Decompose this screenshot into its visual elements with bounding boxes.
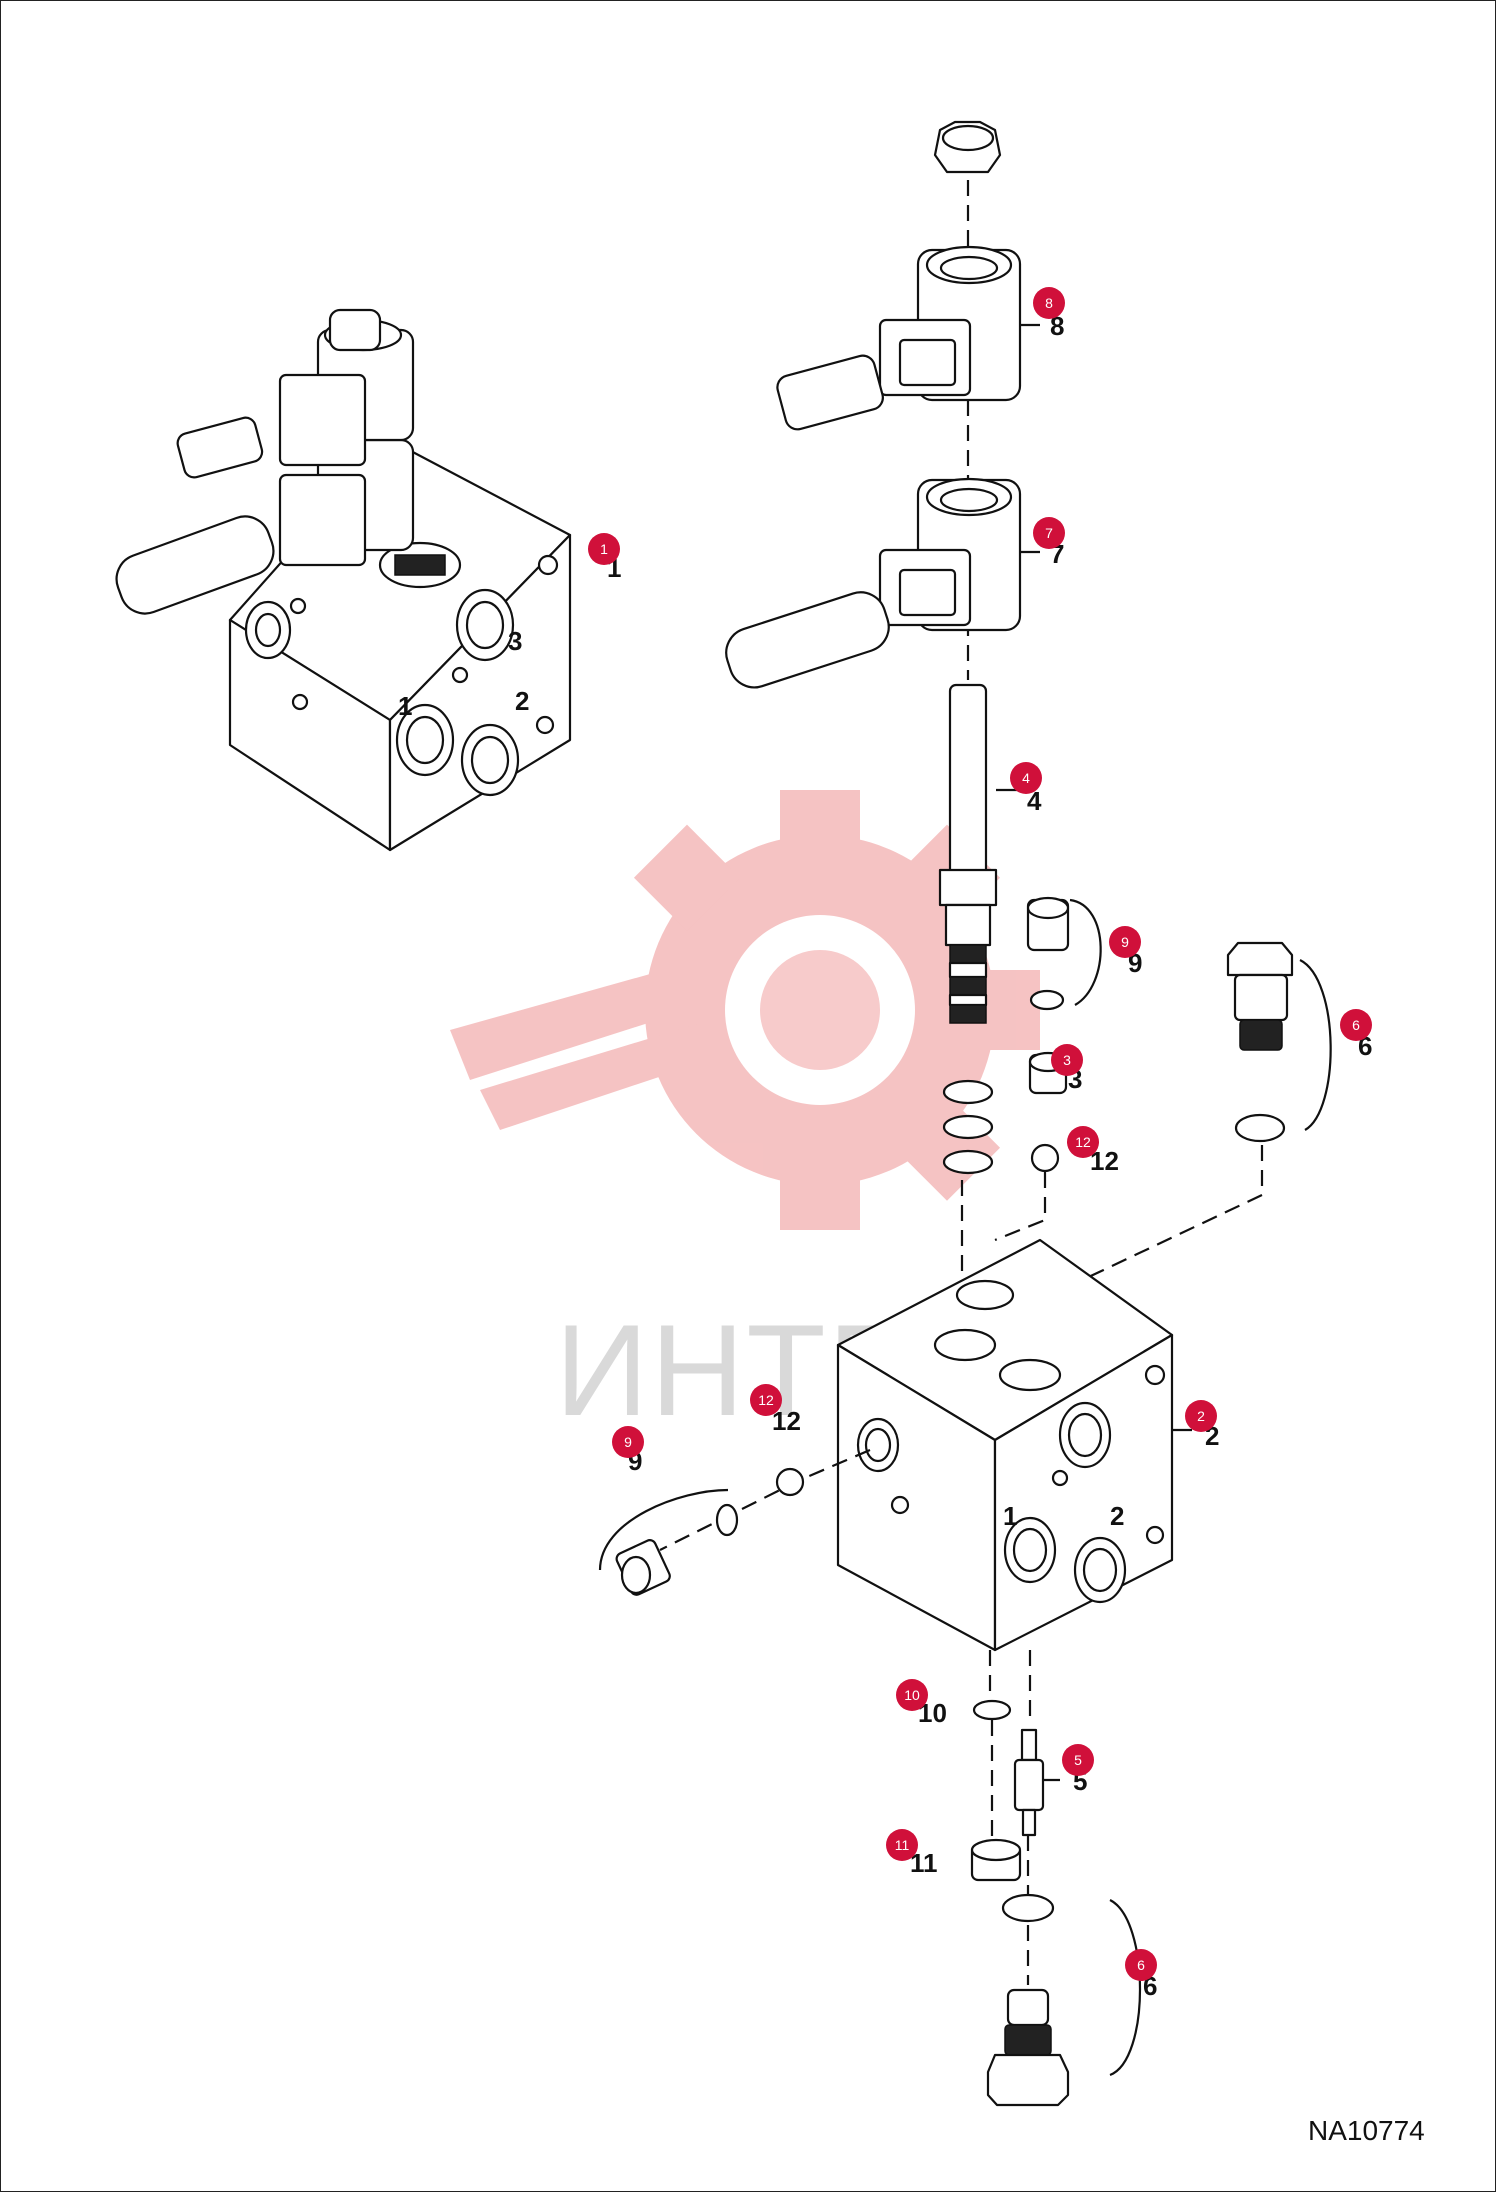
part-number: 4 bbox=[1027, 786, 1042, 816]
callout-marker[interactable]: 12 bbox=[750, 1384, 782, 1416]
port-marks: 3 1 2 1 2 bbox=[398, 626, 1124, 1531]
o-ring bbox=[942, 1114, 994, 1140]
callout-label: 1 bbox=[600, 541, 608, 557]
callout-label: 12 bbox=[1075, 1134, 1091, 1150]
bracket bbox=[598, 1488, 729, 1571]
bracket bbox=[1069, 898, 1102, 1006]
axis-line bbox=[1039, 1145, 1264, 1301]
valve-block bbox=[836, 1238, 1174, 1652]
callout-marker[interactable]: 3 bbox=[1051, 1044, 1083, 1076]
coil-upper bbox=[776, 245, 1040, 431]
ball bbox=[1030, 1143, 1060, 1173]
solenoid-cartridge bbox=[938, 683, 1020, 1024]
callout-circle bbox=[886, 1829, 918, 1861]
callout-label: 4 bbox=[1022, 770, 1030, 786]
callout-markers: 1 8 7 4 9 3 12 6 2 12 9 10 5 11 6 bbox=[588, 287, 1372, 1981]
callout-label: 9 bbox=[624, 1434, 632, 1450]
callout-circle bbox=[588, 533, 620, 565]
seal-ring bbox=[972, 1699, 1012, 1721]
callout-circle bbox=[1062, 1744, 1094, 1776]
callout-circle bbox=[1010, 762, 1042, 794]
callout-marker[interactable]: 5 bbox=[1062, 1744, 1094, 1776]
port-mark: 1 bbox=[1003, 1501, 1017, 1531]
bracket bbox=[1109, 1899, 1142, 2077]
plug-upper bbox=[1026, 896, 1070, 1011]
callout-marker[interactable]: 7 bbox=[1033, 517, 1065, 549]
callout-marker[interactable]: 11 bbox=[886, 1829, 918, 1861]
o-ring bbox=[1001, 1893, 1055, 1923]
callout-circle bbox=[1125, 1949, 1157, 1981]
callout-marker[interactable]: 4 bbox=[1010, 762, 1042, 794]
callout-marker[interactable]: 6 bbox=[1125, 1949, 1157, 1981]
callout-label: 6 bbox=[1352, 1017, 1360, 1033]
port-mark: 3 bbox=[508, 626, 522, 656]
drawing-code: NA10774 bbox=[1308, 2115, 1425, 2146]
o-ring bbox=[715, 1503, 739, 1537]
callout-label: 11 bbox=[895, 1837, 910, 1853]
plug-side bbox=[615, 1539, 671, 1596]
callout-circle bbox=[1067, 1126, 1099, 1158]
callout-circle bbox=[1185, 1400, 1217, 1432]
callout-marker[interactable]: 9 bbox=[612, 1426, 644, 1458]
seat-insert bbox=[970, 1838, 1022, 1882]
callout-marker[interactable]: 2 bbox=[1185, 1400, 1217, 1432]
callout-marker[interactable]: 12 bbox=[1067, 1126, 1099, 1158]
callout-marker[interactable]: 10 bbox=[896, 1679, 928, 1711]
callout-label: 2 bbox=[1197, 1408, 1205, 1424]
callout-circle bbox=[1109, 926, 1141, 958]
port-mark: 1 bbox=[398, 691, 412, 721]
callout-circle bbox=[1340, 1009, 1372, 1041]
callout-circle bbox=[1033, 517, 1065, 549]
needle-valve bbox=[1013, 1728, 1045, 1837]
bracket bbox=[1299, 959, 1332, 1131]
callout-label: 5 bbox=[1074, 1752, 1082, 1768]
callout-label: 6 bbox=[1137, 1957, 1145, 1973]
part-number: 8 bbox=[1050, 311, 1064, 341]
callout-marker[interactable]: 1 bbox=[588, 533, 620, 565]
port-mark: 2 bbox=[1110, 1501, 1124, 1531]
callout-label: 3 bbox=[1063, 1052, 1071, 1068]
callout-marker[interactable]: 6 bbox=[1340, 1009, 1372, 1041]
check-valve-lower bbox=[986, 1988, 1070, 2107]
callout-label: 7 bbox=[1045, 525, 1053, 541]
coil-lower bbox=[725, 477, 1040, 689]
callout-label: 8 bbox=[1045, 295, 1053, 311]
o-ring bbox=[942, 1079, 994, 1105]
callout-label: 10 bbox=[904, 1687, 920, 1703]
callout-label: 12 bbox=[758, 1392, 774, 1408]
assembled-valve-block bbox=[115, 308, 572, 852]
callout-circle bbox=[896, 1679, 928, 1711]
callout-label: 9 bbox=[1121, 934, 1129, 950]
ball bbox=[775, 1467, 805, 1497]
axis-line bbox=[994, 1172, 1047, 1242]
callout-circle bbox=[1051, 1044, 1083, 1076]
check-valve-upper bbox=[1226, 941, 1294, 1143]
o-ring bbox=[942, 1149, 994, 1175]
callout-marker[interactable]: 9 bbox=[1109, 926, 1141, 958]
callout-circle bbox=[750, 1384, 782, 1416]
callout-circle bbox=[612, 1426, 644, 1458]
port-mark: 2 bbox=[515, 686, 529, 716]
coil-nut bbox=[933, 120, 1002, 174]
callout-marker[interactable]: 8 bbox=[1033, 287, 1065, 319]
callout-circle bbox=[1033, 287, 1065, 319]
